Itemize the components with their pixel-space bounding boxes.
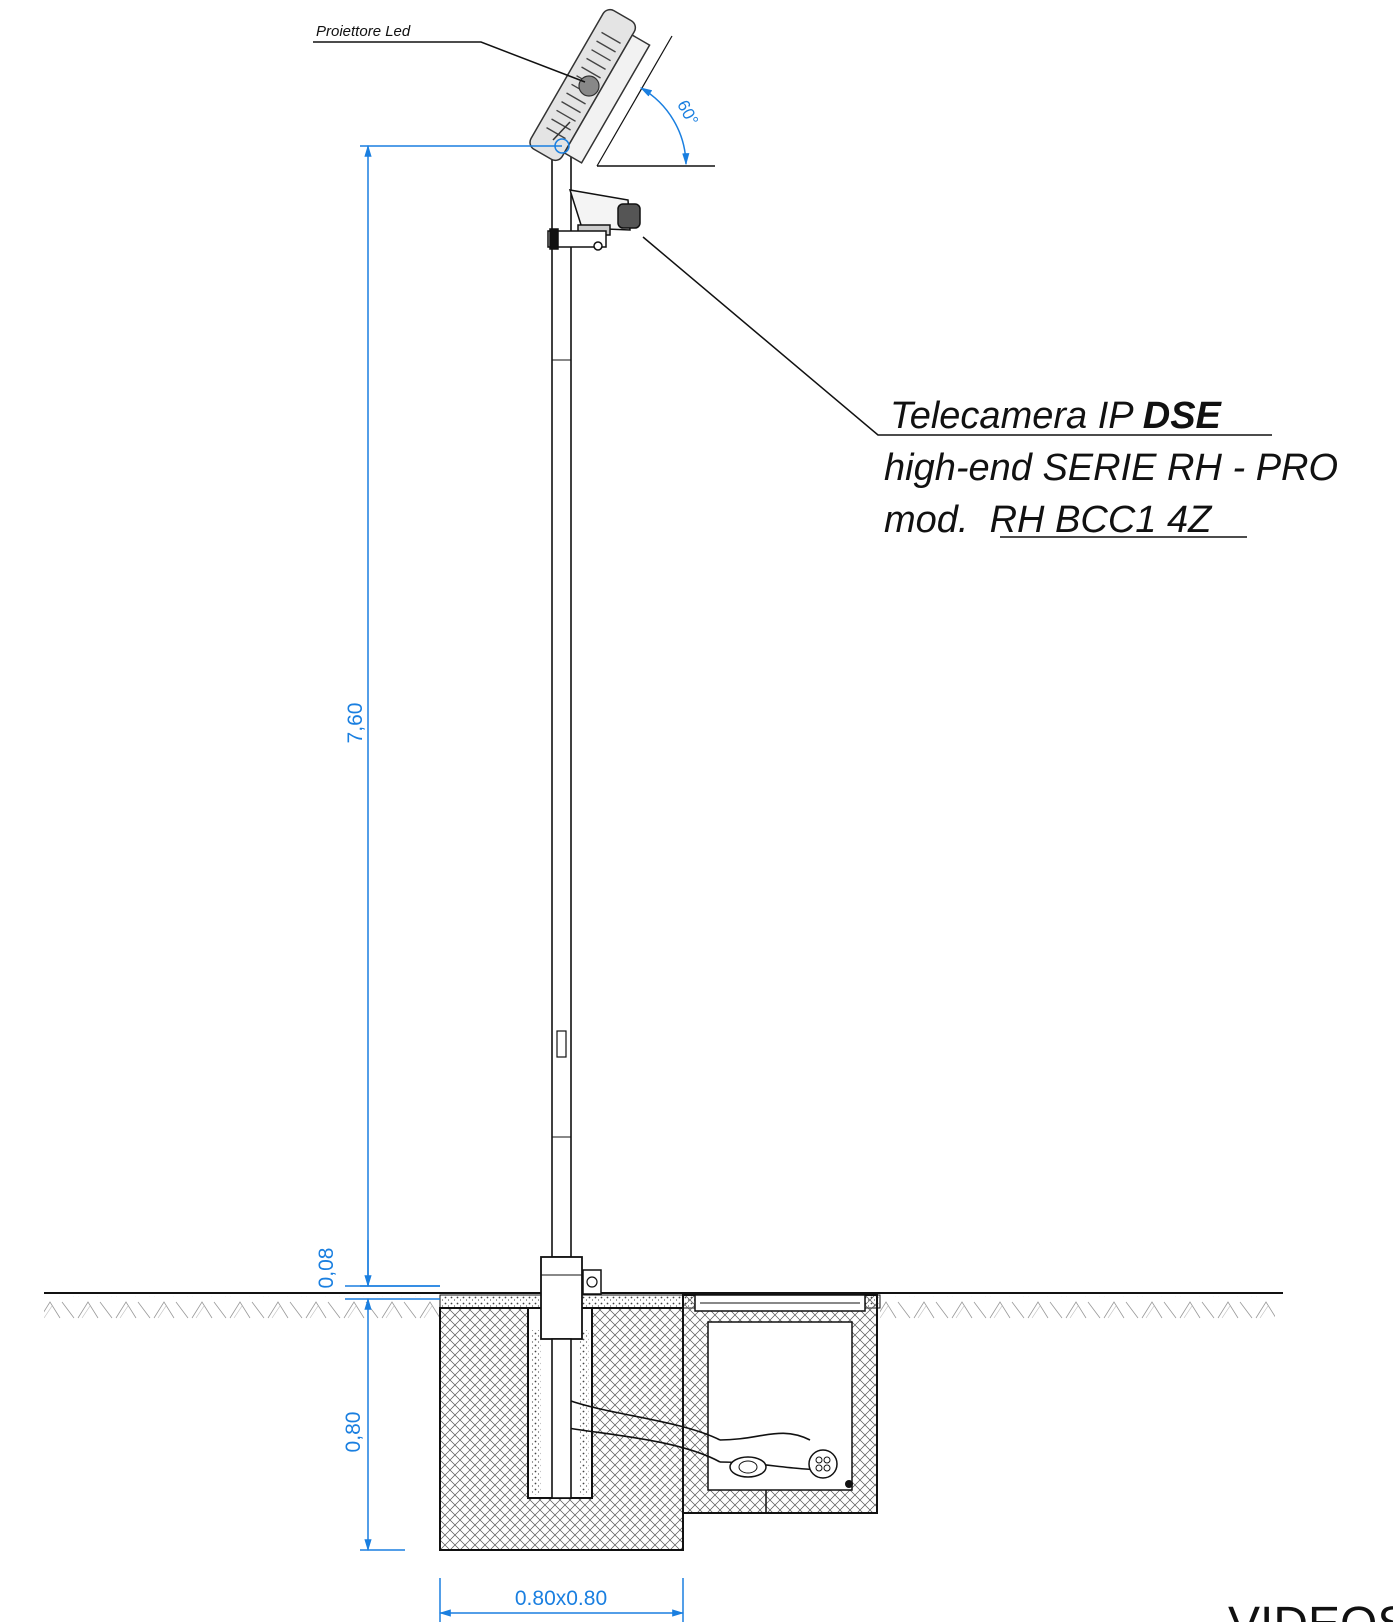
ip-camera-icon: [547, 189, 641, 251]
camera-title: Telecamera IP DSE: [890, 395, 1223, 437]
pole: [540, 144, 602, 1499]
foundation-depth-dimension: 0,80: [342, 1412, 365, 1453]
led-projector-label: Proiettore Led: [316, 23, 411, 40]
camera-model-code: RH BCC1 4Z: [990, 499, 1213, 541]
partial-title: VIDEOS: [1228, 1598, 1393, 1622]
foundation-width-dimension: 0.80x0.80: [515, 1587, 607, 1610]
dimension-lines: [345, 138, 685, 1622]
ground: [44, 1292, 1283, 1320]
led-projector-icon: [529, 8, 715, 167]
camera-model-prefix: mod.: [884, 499, 990, 541]
leader-lines: [313, 41, 1272, 538]
cable-joint: [729, 1449, 853, 1488]
camera-title-prefix: Telecamera IP: [890, 395, 1143, 437]
camera-model: mod. RH BCC1 4Z: [884, 499, 1213, 541]
camera-series: high-end SERIE RH - PRO: [884, 447, 1338, 489]
angle-label: 60°: [673, 97, 702, 129]
pole-height-dimension: 7,60: [344, 703, 367, 744]
base-offset-dimension: 0,08: [315, 1248, 338, 1289]
camera-brand: DSE: [1143, 395, 1223, 437]
